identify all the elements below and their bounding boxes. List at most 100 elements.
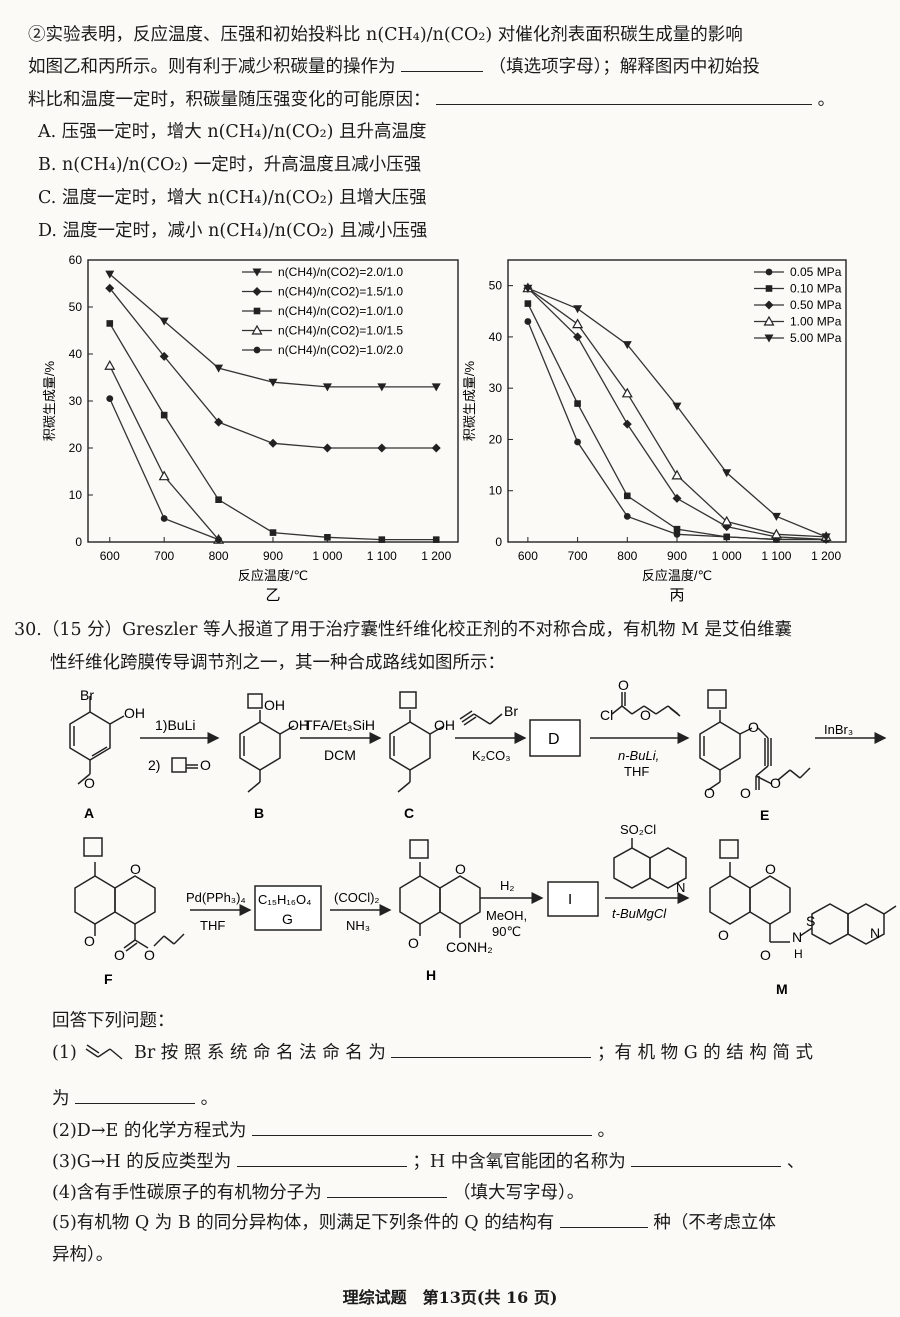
- reagent9-sulfonyl-chloride: SO₂Cl: [620, 822, 656, 837]
- data-point: [322, 383, 332, 392]
- x-tick-label: 1 000: [312, 549, 342, 563]
- arrow3-bottom-label: K₂CO₃: [472, 748, 511, 763]
- data-point: [770, 528, 782, 539]
- chart-caption: 乙: [265, 587, 280, 604]
- legend-label: n(CH4)/n(CO2)=1.5/1.0: [278, 285, 403, 299]
- box-d-label[interactable]: D: [548, 731, 560, 748]
- x-axis-label: 反应温度/℃: [642, 568, 712, 583]
- synthesis-scheme: Br OH O 1)BuLi 2) O OH OH TFA/Et₃SiH DCM…: [69, 680, 897, 997]
- x-tick-label: 1 000: [712, 549, 742, 563]
- q5-text-1: (5)有机物 Q 为 B 的同分异构体，则满足下列条件的 Q 的结构有: [52, 1213, 555, 1233]
- arrow8-bottom-label-1: MeOH,: [486, 908, 527, 923]
- x-tick-label: 1 200: [421, 549, 451, 563]
- answer-blank-q5[interactable]: [559, 1209, 648, 1228]
- data-point: [268, 378, 278, 387]
- atom-o-methoxy-h: O: [408, 935, 419, 951]
- data-point: [377, 383, 387, 392]
- arrow4-bottom-label-2: THF: [624, 764, 649, 779]
- legend-marker: [253, 346, 261, 354]
- arrow5-top-label: InBr₃: [824, 722, 853, 737]
- atom-o-ring-f: O: [130, 861, 141, 877]
- atom-o-carbonyl-m: O: [760, 947, 771, 963]
- answer-blank-operation[interactable]: [401, 53, 484, 72]
- compound-c-structure: [389, 691, 445, 793]
- arrow1-bottom-label: 2): [148, 757, 160, 773]
- legend-marker: [764, 334, 774, 343]
- option-d: D. 温度一定时，减小 n(CH₄)/n(CO₂) 且减小压强: [38, 221, 428, 241]
- x-tick-label: 800: [209, 549, 229, 563]
- data-point: [671, 469, 683, 480]
- data-point: [214, 417, 224, 427]
- answer-blank-reason[interactable]: [436, 86, 813, 105]
- q5-text-2: 种（不考虑立体: [653, 1213, 776, 1233]
- q5-text-3: 异构）。: [52, 1245, 114, 1265]
- answer-heading: 回答下列问题：: [52, 1011, 175, 1031]
- box-g-formula: C₁₅H₁₆O₄: [258, 892, 311, 907]
- quinoline-reagent-structure: [613, 838, 687, 889]
- x-tick-label: 900: [667, 549, 687, 563]
- data-point: [524, 318, 532, 325]
- y-tick-label: 40: [489, 330, 503, 344]
- q4-text-2: （填大写字母）。: [452, 1183, 585, 1203]
- atom-br-reagent: Br: [504, 703, 518, 719]
- data-point: [574, 438, 581, 446]
- data-point: [821, 533, 831, 542]
- answer-blank-q1-name[interactable]: [391, 1039, 592, 1058]
- label-compound-c: C: [404, 805, 414, 821]
- answer-blank-q4[interactable]: [327, 1179, 448, 1198]
- cyclobutanone-ring: [171, 757, 187, 773]
- atom-o-carbonyl-reagent: O: [618, 680, 629, 693]
- series-line: [109, 365, 220, 541]
- y-tick-label: 20: [489, 432, 503, 446]
- data-point: [623, 492, 631, 500]
- intro-line-3-end: 。: [817, 90, 836, 110]
- intro-line-3-text: 料比和温度一定时，积碳量随压强变化的可能原因：: [28, 90, 431, 110]
- box-i-label[interactable]: I: [568, 891, 572, 908]
- data-point: [214, 364, 224, 373]
- arrow7-bottom-label: NH₃: [346, 918, 370, 933]
- compound-m-structure: [709, 839, 897, 945]
- atom-oh-a: OH: [124, 705, 145, 721]
- data-point: [431, 443, 441, 453]
- data-point: [104, 360, 116, 370]
- arrow6-bottom-label: THF: [200, 918, 225, 933]
- series-line: [527, 321, 827, 541]
- series-4: 5.00 MPa: [523, 284, 842, 542]
- data-point: [105, 270, 115, 279]
- q30-line-2: 性纤维化跨膜传导调节剂之一，其一种合成路线如图所示：: [50, 653, 505, 673]
- data-point: [159, 317, 169, 326]
- label-compound-m: M: [776, 981, 788, 997]
- box-g-label[interactable]: G: [282, 911, 293, 927]
- series-0: n(CH4)/n(CO2)=2.0/1.0: [105, 265, 441, 392]
- page-footer: 理综试题 第13页(共 16 页): [342, 1288, 558, 1307]
- answer-blank-q3-type[interactable]: [236, 1148, 407, 1167]
- x-tick-label: 600: [100, 549, 120, 563]
- y-axis-label: 积碳生成量/%: [42, 360, 57, 441]
- legend-label: n(CH4)/n(CO2)=1.0/1.5: [278, 324, 403, 338]
- x-tick-label: 600: [518, 549, 538, 563]
- option-c: C. 温度一定时，增大 n(CH₄)/n(CO₂) 且增大压强: [38, 188, 427, 208]
- legend-marker: [764, 300, 774, 310]
- answer-blank-q3-group[interactable]: [631, 1148, 782, 1167]
- data-point: [723, 533, 731, 541]
- data-point: [105, 283, 115, 293]
- data-point: [106, 320, 114, 327]
- arrow7-top-label: (COCl)₂: [334, 890, 379, 905]
- answer-blank-q2[interactable]: [251, 1117, 592, 1136]
- y-tick-label: 50: [489, 279, 503, 293]
- series-line: [527, 303, 827, 541]
- data-point: [324, 534, 331, 541]
- data-point: [106, 395, 114, 403]
- option-a: A. 压强一定时，增大 n(CH₄)/n(CO₂) 且升高温度: [38, 122, 427, 142]
- label-compound-f: F: [104, 971, 113, 987]
- label-compound-b: B: [254, 805, 264, 821]
- q3-text-2: ；H 中含氧官能团的名称为: [412, 1152, 626, 1172]
- data-point: [269, 529, 277, 536]
- legend-label: n(CH4)/n(CO2)=2.0/1.0: [278, 265, 403, 279]
- data-point: [673, 530, 681, 538]
- answer-blank-q1-structure[interactable]: [75, 1085, 196, 1104]
- atom-o-ester-f: O: [144, 947, 155, 963]
- atom-n-quinoline-reagent: N: [676, 880, 685, 895]
- atom-o-methoxy-e: O: [704, 785, 715, 801]
